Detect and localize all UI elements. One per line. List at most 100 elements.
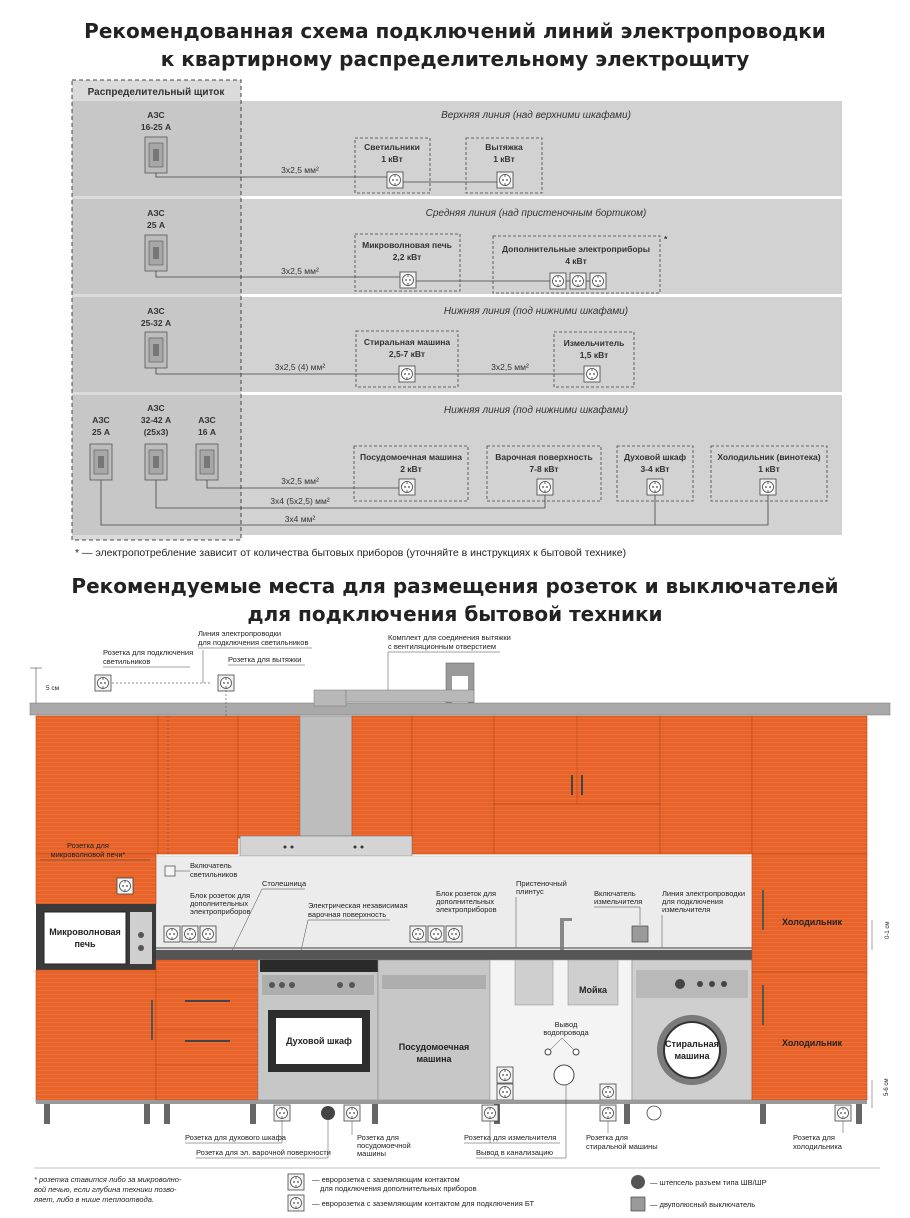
label-countertop: Столешница: [262, 879, 307, 888]
device-box-fridge: [710, 445, 828, 502]
breaker-icon: [89, 443, 113, 481]
device-extra-power: 4 кВт: [565, 256, 587, 266]
label-shredder-socket: Розетка для измельчителя: [464, 1133, 556, 1142]
hood-chimney: [299, 715, 353, 837]
microwave-label-2: печь: [75, 939, 96, 949]
washer-label-1: Стиральная: [665, 1039, 719, 1049]
upper-cabinet: [157, 715, 239, 855]
legend-item2: — евророзетка с заземляющим контактом дл…: [312, 1199, 534, 1208]
device-shredder-name: Измельчитель: [564, 338, 625, 348]
socket-icon: [398, 365, 416, 383]
label-wiring-line-1: Линия электропроводки: [198, 629, 281, 638]
device-hob-name: Варочная поверхность: [495, 452, 592, 462]
dim-01cm: 0-1 см: [885, 922, 891, 939]
device-dishwasher-power: 2 кВт: [400, 464, 422, 474]
row4-breaker2-extra: (25х3): [144, 427, 169, 437]
socket-icon: [583, 365, 601, 383]
fridge-top-label: Холодильник: [782, 917, 843, 927]
socket-icon: [199, 925, 217, 943]
panel-label: Распределительный щиток: [88, 87, 226, 98]
device-hood-name: Вытяжка: [485, 142, 523, 152]
row1-title: Верхняя линия (над верхними шкафами): [441, 109, 631, 121]
placement-title-line2: для подключения бытовой техники: [247, 602, 663, 626]
label-fridge-socket-2: холодильника: [793, 1142, 843, 1151]
label-shredder-switch-1: Включатель: [594, 889, 636, 898]
socket-icon: [536, 478, 554, 496]
socket-icon: [496, 171, 514, 189]
row4-title: Нижняя линия (под нижними шкафами): [444, 404, 628, 416]
row4-breaker2-rating: 32-42 А: [141, 415, 171, 425]
label-oven-socket: Розетка для духового шкафа: [185, 1133, 287, 1142]
label-fridge-socket-1: Розетка для: [793, 1133, 835, 1142]
socket-icon: [496, 1066, 514, 1084]
device-box-lights: [354, 137, 431, 194]
label-socket-block2-2: дополнительных: [436, 897, 494, 906]
socket-icon: [398, 478, 416, 496]
plug-icon: [631, 1175, 645, 1189]
device-box-dishwasher: [353, 445, 469, 502]
device-washer-name: Стиральная машина: [364, 337, 451, 347]
tall-cabinet-lower: [35, 969, 157, 1103]
label-plinth-1: Пристеночный: [516, 879, 567, 888]
device-box-hob: [486, 445, 602, 502]
row2-cable: 3х2,5 мм²: [281, 266, 319, 276]
socket-icon: [496, 1083, 514, 1101]
socket-icon: [163, 925, 181, 943]
legend-item1-2: для подключения дополнительных приборов: [320, 1184, 477, 1193]
socket-icon: [343, 1104, 361, 1122]
socket-icon: [217, 674, 235, 692]
row1-breaker-name: АЗС: [147, 110, 164, 120]
row4-breaker3-rating: 16 А: [198, 427, 216, 437]
dishwasher-label-1: Посудомоечная: [399, 1042, 469, 1052]
socket-icon: [599, 1083, 617, 1101]
device-lights-name: Светильники: [364, 142, 420, 152]
label-shredder-line-1: Линия электропроводки: [662, 889, 745, 898]
label-hob-2: варочная поверхность: [308, 910, 386, 919]
upper-cabinet: [751, 715, 868, 855]
sink-label: Мойка: [579, 985, 608, 995]
scheme-title-line2: к квартирному распределительному электро…: [160, 47, 750, 71]
device-shredder-power: 1,5 кВт: [580, 350, 609, 360]
breaker-icon: [144, 331, 168, 369]
device-microwave-power: 2,2 кВт: [393, 252, 422, 262]
hood: [239, 835, 413, 857]
device-lights-power: 1 кВт: [381, 154, 403, 164]
socket-icon: [589, 272, 607, 290]
row3-breaker-name: АЗС: [147, 306, 164, 316]
switch-icon: [164, 865, 176, 877]
legend: * розетка ставится либо за микроволно- в…: [33, 1167, 880, 1212]
row3-breaker-rating: 25-32 А: [141, 318, 171, 328]
socket-icon: [569, 272, 587, 290]
label-shredder-switch-2: измельчителя: [594, 897, 642, 906]
label-hood-kit-2: с вентиляционным отверстием: [388, 642, 496, 651]
device-box-hood: [465, 137, 543, 194]
row1-cable: 3х2,5 мм²: [281, 165, 319, 175]
legend-item3: — штепсель разъем типа ШВ/ШР: [650, 1178, 767, 1187]
label-hob-1: Электрическая независимая: [308, 901, 408, 910]
switch-icon: [630, 1196, 646, 1212]
device-hood-power: 1 кВт: [493, 154, 515, 164]
label-washer-socket-2: стиральной машины: [586, 1142, 658, 1151]
socket-icon: [273, 1104, 291, 1122]
wiring-scheme: Распределительный щиток Верхняя линия (н…: [71, 79, 842, 541]
row4-cable-3: 3х4 мм²: [285, 514, 316, 524]
label-plinth-2: плинтус: [516, 887, 544, 896]
label-socket-block2-3: электроприборов: [436, 905, 497, 914]
breaker-icon: [144, 443, 168, 481]
device-box-washer: [355, 330, 459, 388]
row4-breaker3-name: АЗС: [198, 415, 215, 425]
socket-icon: [759, 478, 777, 496]
socket-icon: [481, 1104, 499, 1122]
label-socket-block2-1: Блок розеток для: [436, 889, 496, 898]
row4-breaker1-name: АЗС: [92, 415, 109, 425]
water-outlet-label-1: Вывод: [555, 1020, 578, 1029]
label-socket-block-3: электроприборов: [190, 907, 251, 916]
breaker-icon: [144, 234, 168, 272]
device-fridge-power: 1 кВт: [758, 464, 780, 474]
placement-title-line1: Рекомендуемые места для размещения розет…: [71, 574, 839, 598]
row3-cable-2: 3х2,5 мм²: [491, 362, 529, 372]
row2-title: Средняя линия (над пристеночным бортиком…: [426, 207, 647, 219]
row2-breaker-name: АЗС: [147, 208, 164, 218]
top-slab: [29, 702, 891, 716]
socket-icon: [445, 925, 463, 943]
